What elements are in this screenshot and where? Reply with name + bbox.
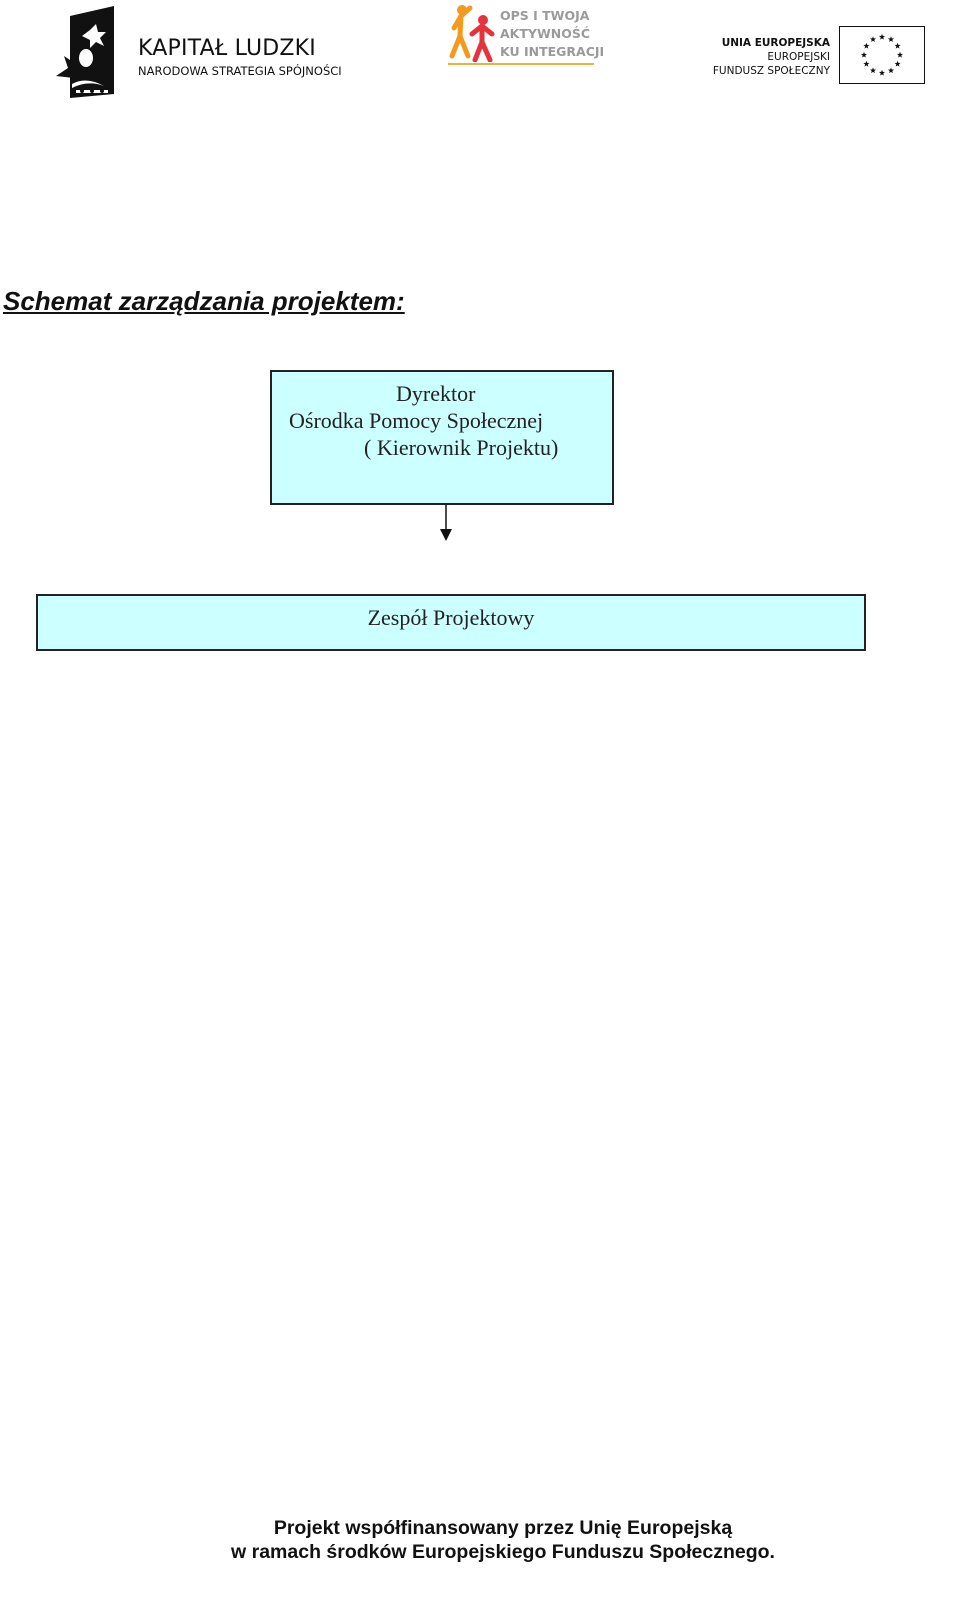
eu-star-icon [894,42,901,49]
director-box-line-2: Ośrodka Pomocy Społecznej [289,408,544,433]
eu-star-icon [860,51,868,58]
kapital-ludzki-subtitle: NARODOWA STRATEGIA SPÓJNOŚCI [138,64,342,78]
eu-star-icon [896,51,904,58]
team-box: Zespół Projektowy [36,594,866,651]
footer-line-2: w ramach środków Europejskiego Funduszu … [231,1541,775,1563]
ops-logo-line-2: AKTYWNOŚĆ [500,26,590,41]
eu-stars-icon [860,33,904,76]
eu-star-icon [869,36,877,42]
eu-star-icon [863,60,870,67]
eu-logo-line-3: FUNDUSZ SPOŁECZNY [712,65,830,77]
ops-logo-line-1: OPS I TWOJA [500,8,590,23]
ops-logo-underline [448,63,594,65]
eu-star-icon [878,33,886,40]
eu-star-icon [887,67,895,74]
kapital-ludzki-logo: KAPITAŁ LUDZKI NARODOWA STRATEGIA SPÓJNO… [56,6,346,98]
team-box-label: Zespół Projektowy [367,605,535,630]
ops-project-logo: OPS I TWOJA AKTYWNOŚĆ KU INTEGRACJI [448,4,604,68]
eu-star-icon [894,60,901,67]
eu-logo-text: UNIA EUROPEJSKA EUROPEJSKI FUNDUSZ SPOŁE… [713,36,830,78]
eu-star-icon [869,67,877,74]
director-box: Dyrektor Ośrodka Pomocy Społecznej ( Kie… [270,370,614,505]
page-footer: Projekt współfinansowany przez Unię Euro… [0,1516,960,1564]
connector-arrow-icon [440,505,452,541]
eu-star-icon [878,69,886,76]
page-header: KAPITAŁ LUDZKI NARODOWA STRATEGIA SPÓJNO… [0,0,960,110]
director-box-line-1: Dyrektor [396,381,476,406]
eu-logo: UNIA EUROPEJSKA EUROPEJSKI FUNDUSZ SPOŁE… [704,26,928,86]
eu-logo-line-2: EUROPEJSKI [767,51,830,63]
eu-star-icon [863,42,870,49]
eu-star-icon [887,36,895,42]
eu-flag [839,26,925,84]
kapital-ludzki-title: KAPITAŁ LUDZKI [138,36,316,61]
ops-logo-line-3: KU INTEGRACJI [500,44,605,59]
footer-line-1: Projekt współfinansowany przez Unię Euro… [273,1517,733,1539]
kapital-ludzki-emblem-icon [56,6,114,98]
ops-logo-text: OPS I TWOJA AKTYWNOŚĆ KU INTEGRACJI [500,7,604,61]
ops-people-figures-icon [449,5,495,62]
director-box-line-3: ( Kierownik Projektu) [364,435,559,460]
eu-logo-line-1: UNIA EUROPEJSKA [721,37,830,49]
page-heading: Schemat zarządzania projektem: [3,286,405,316]
